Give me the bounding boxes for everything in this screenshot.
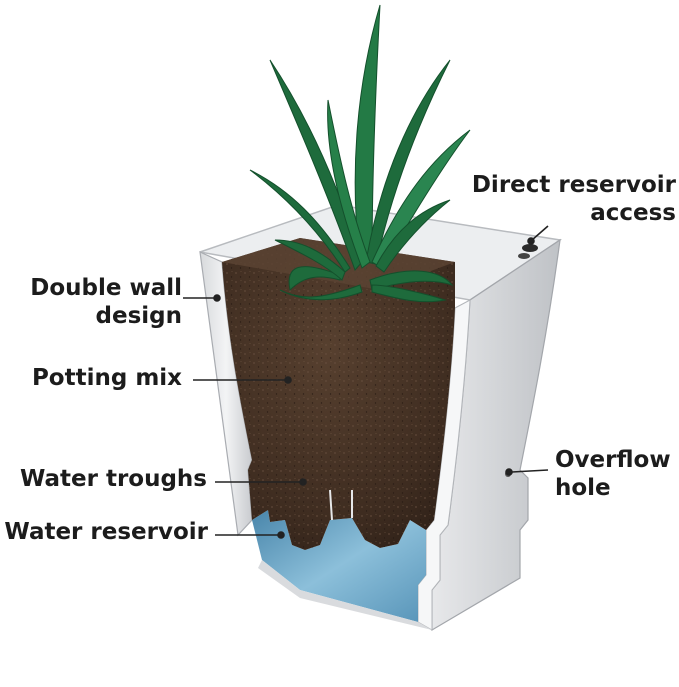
water-reservoir-shape [252, 510, 426, 622]
label-direct-reservoir-access: Direct reservoir access [472, 171, 676, 227]
leader-overflow-hole [511, 469, 549, 473]
label-direct-reservoir-access-line-1: Direct reservoir [471, 172, 676, 198]
label-overflow-hole-line-1: Overflow [555, 447, 671, 473]
label-double-wall-design: Double wall design [30, 274, 182, 330]
label-double-wall-design-line-2: design [95, 303, 182, 329]
plant-icon [249, 4, 471, 303]
leader-lines [183, 225, 549, 539]
label-potting-mix: Potting mix [31, 365, 182, 391]
leader-direct-access [531, 225, 549, 241]
label-water-reservoir: Water reservoir [4, 519, 208, 545]
label-overflow-hole-line-2: hole [555, 475, 611, 501]
label-water-troughs: Water troughs [19, 466, 207, 492]
label-direct-reservoir-access-line-2: access [590, 200, 676, 226]
label-overflow-hole: Overflow hole [555, 446, 671, 502]
reservoir-access-hole [522, 244, 538, 252]
label-double-wall-design-line-1: Double wall [30, 275, 182, 301]
